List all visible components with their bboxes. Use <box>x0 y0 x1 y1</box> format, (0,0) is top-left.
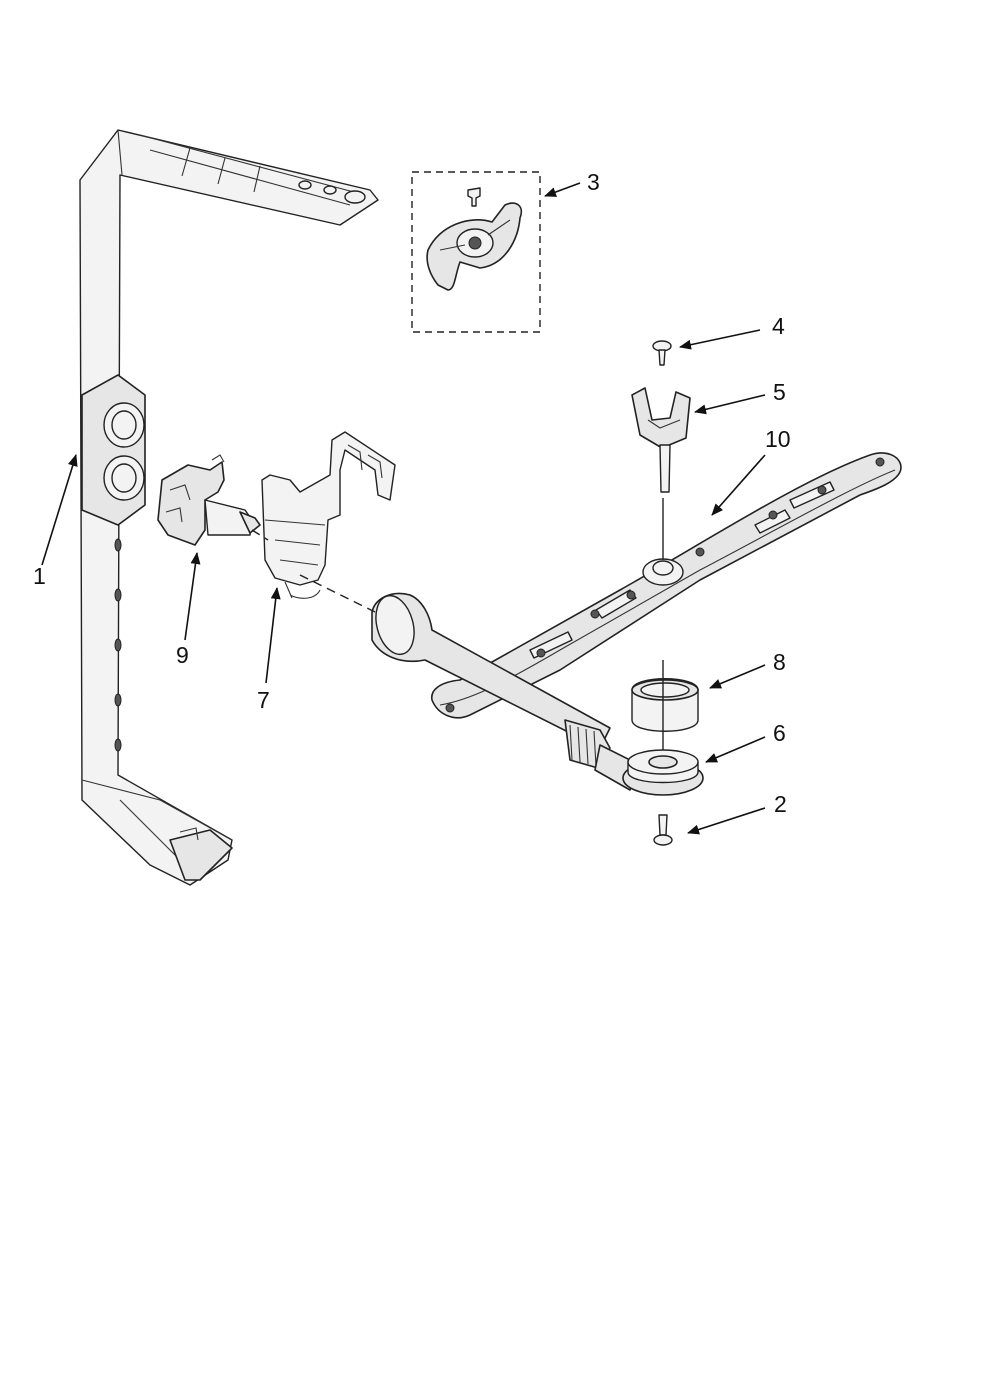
callout-9: 9 <box>176 642 189 668</box>
part-7-bracket <box>261 431 396 599</box>
callout-7: 7 <box>257 687 270 713</box>
callout-10: 10 <box>765 426 791 452</box>
callout-6: 6 <box>773 720 786 746</box>
leader-line-4 <box>679 329 761 350</box>
leader-line-1 <box>41 454 78 566</box>
leader-line-9 <box>184 552 201 641</box>
part-2-screw <box>653 814 673 846</box>
callout-3: 3 <box>587 169 600 195</box>
leader-line-5 <box>694 394 766 415</box>
leader-line-2 <box>687 807 766 835</box>
part-9-diverter <box>157 454 261 546</box>
part-8-seal <box>631 678 699 732</box>
part-6-hub <box>622 749 704 796</box>
part-5-bearing <box>631 387 691 493</box>
callout-4: 4 <box>772 313 785 339</box>
callout-8: 8 <box>773 649 786 675</box>
lower-supply-tube <box>371 592 641 791</box>
callout-2: 2 <box>774 791 787 817</box>
callout-1: 1 <box>33 563 46 589</box>
leader-line-3 <box>544 182 581 197</box>
assembly-dashed-line-9 <box>251 529 269 541</box>
leader-line-8 <box>709 664 766 689</box>
leader-line-7 <box>265 587 281 684</box>
leader-line-6 <box>705 736 766 763</box>
part-3-spray-arm-assembly <box>411 171 541 333</box>
part-1-supply-tube <box>79 129 379 886</box>
part-4-screw <box>652 340 672 366</box>
callout-5: 5 <box>773 379 786 405</box>
leader-line-10 <box>711 454 766 516</box>
